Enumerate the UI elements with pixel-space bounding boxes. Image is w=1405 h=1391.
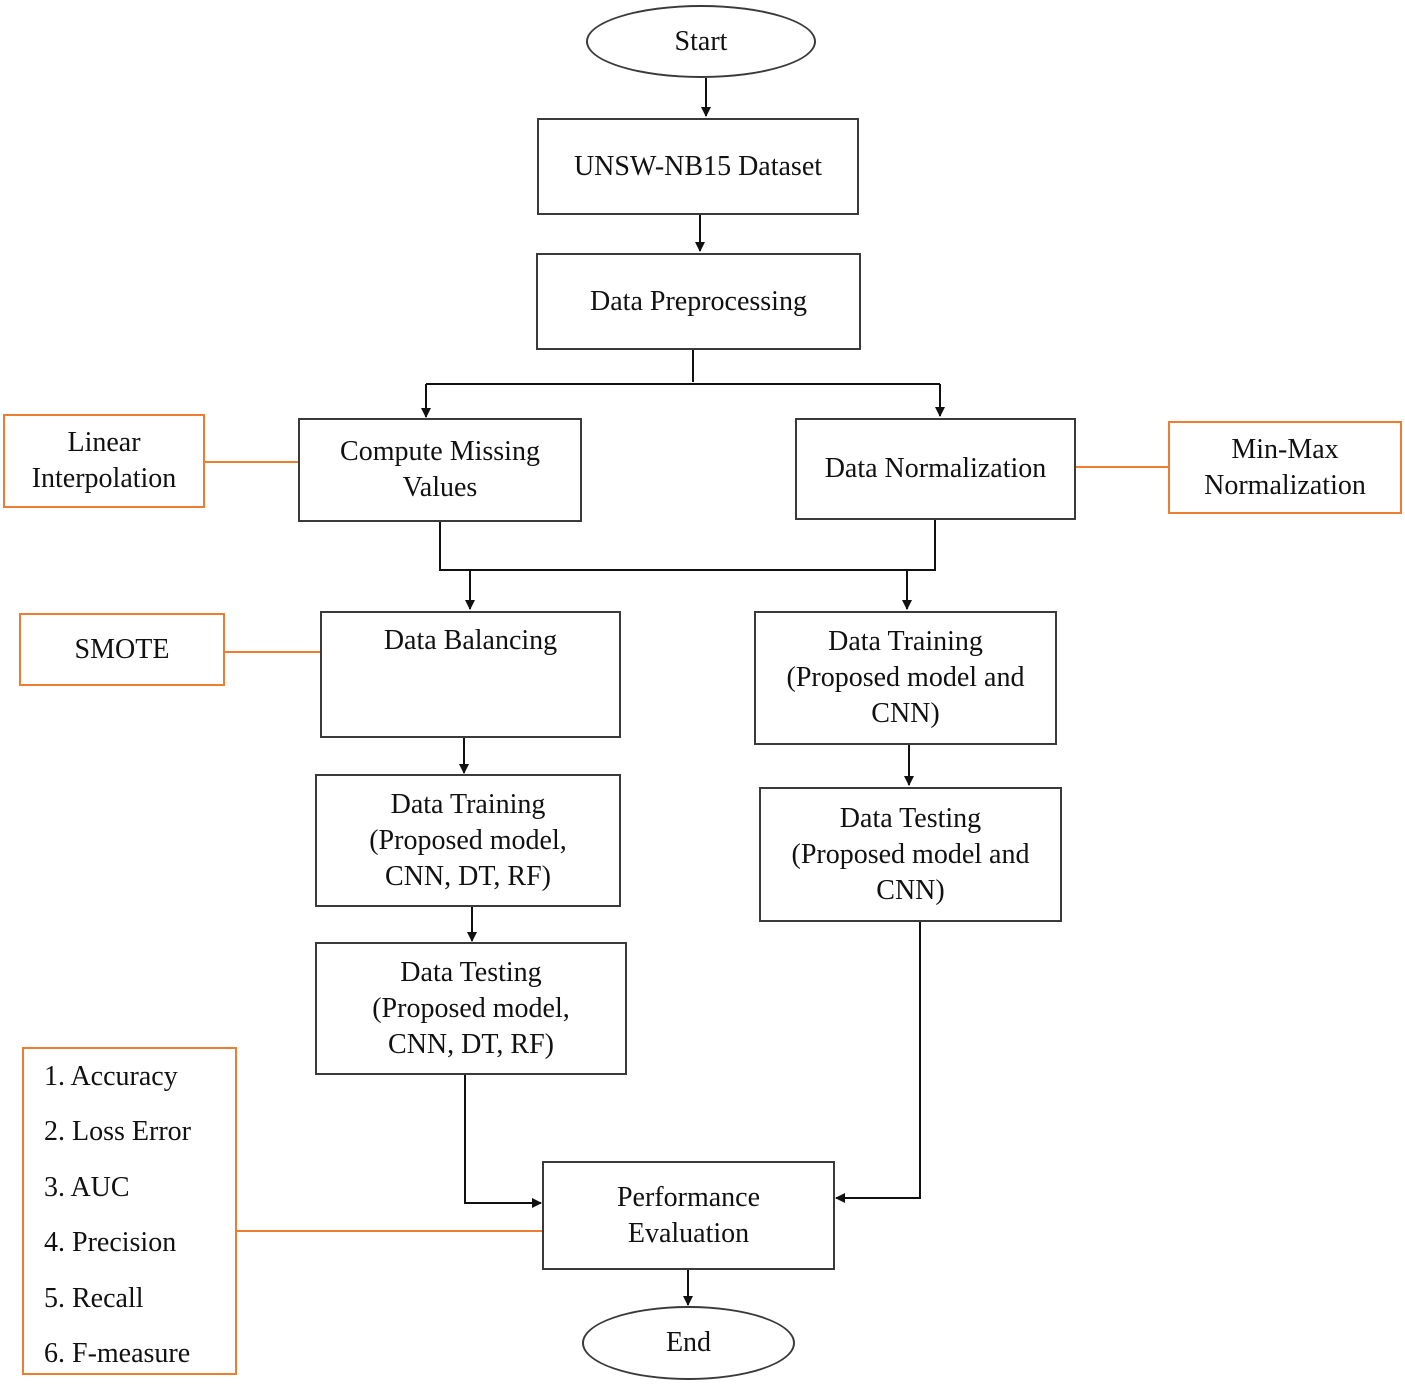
- smote-note: SMOTE: [19, 613, 225, 686]
- arrow-test-left-to-evaluation: [464, 1075, 542, 1208]
- end-label: End: [665, 1327, 712, 1358]
- minmax-label: Min-Max Normalization: [1204, 433, 1366, 501]
- metric-item: 4. Precision: [44, 1227, 177, 1259]
- train-right-label: Data Training (Proposed model and CNN): [786, 626, 1025, 729]
- minmax-note: Min-Max Normalization: [1168, 421, 1402, 514]
- dataset-box: UNSW-NB15 Dataset: [537, 118, 859, 215]
- missing-values-box: Compute Missing Values: [298, 418, 582, 522]
- test-right-label: Data Testing (Proposed model and CNN): [791, 802, 1030, 906]
- test-left-box: Data Testing (Proposed model, CNN, DT, R…: [315, 942, 627, 1075]
- start-node: Start: [586, 5, 816, 78]
- test-left-label: Data Testing (Proposed model, CNN, DT, R…: [372, 956, 570, 1060]
- linear-interpolation-note: Linear Interpolation: [3, 414, 205, 508]
- linear-interpolation-label: Linear Interpolation: [31, 427, 177, 494]
- arrow-test-right-to-evaluation: [835, 922, 921, 1203]
- metric-item: 6. F-measure: [44, 1337, 191, 1369]
- line-preprocessing-split: [426, 350, 940, 385]
- train-left-label: Data Training (Proposed model, CNN, DT, …: [369, 788, 567, 892]
- evaluation-box: Performance Evaluation: [542, 1161, 835, 1270]
- metric-item: 3. AUC: [44, 1171, 130, 1203]
- normalization-box: Data Normalization: [795, 418, 1076, 520]
- metric-item: 1. Accuracy: [44, 1061, 178, 1092]
- train-right-box: Data Training (Proposed model and CNN): [754, 611, 1057, 745]
- metric-item: 2. Loss Error: [44, 1116, 191, 1148]
- end-node: End: [582, 1306, 795, 1380]
- missing-values-label: Compute Missing Values: [340, 436, 540, 503]
- balancing-label: Data Balancing: [383, 625, 558, 656]
- test-right-box: Data Testing (Proposed model and CNN): [759, 787, 1062, 922]
- balancing-box: Data Balancing: [320, 611, 621, 738]
- metric-item: 5. Recall: [44, 1282, 144, 1314]
- dataset-label: UNSW-NB15 Dataset: [573, 150, 823, 182]
- metrics-list: 1. Accuracy 2. Loss Error 3. AUC 4. Prec…: [22, 1047, 237, 1375]
- preprocessing-label: Data Preprocessing: [590, 285, 807, 317]
- line-merge: [439, 520, 936, 571]
- evaluation-label: Performance Evaluation: [616, 1181, 761, 1249]
- train-left-box: Data Training (Proposed model, CNN, DT, …: [315, 774, 621, 907]
- normalization-label: Data Normalization: [824, 453, 1047, 484]
- smote-label: SMOTE: [74, 633, 170, 665]
- preprocessing-box: Data Preprocessing: [536, 253, 861, 350]
- start-label: Start: [674, 25, 728, 57]
